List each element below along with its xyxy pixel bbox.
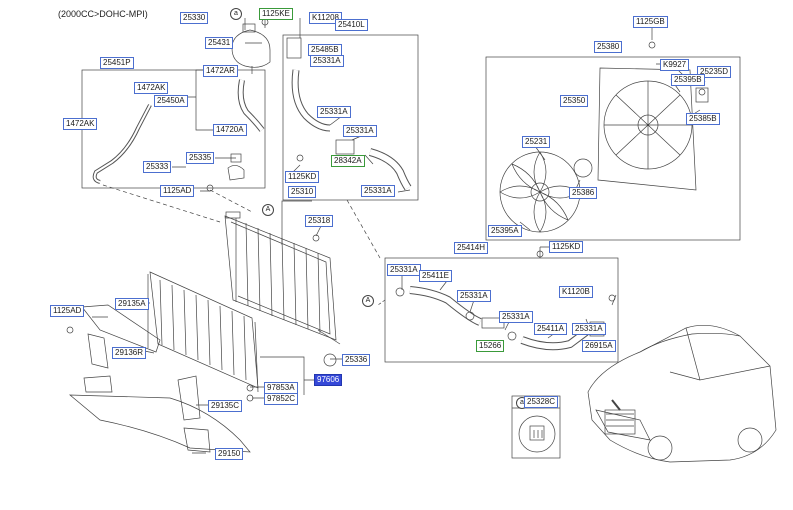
part-label-25318[interactable]: 25318 bbox=[305, 215, 334, 227]
part-label-25328c[interactable]: 25328C bbox=[524, 396, 559, 408]
reservoir-tank bbox=[231, 23, 271, 74]
part-label-1472ak[interactable]: 1472AK bbox=[134, 82, 169, 94]
part-label-1472ak[interactable]: 1472AK bbox=[63, 118, 98, 130]
radiator-core bbox=[224, 211, 341, 345]
part-label-25331a[interactable]: 25331A bbox=[361, 185, 395, 197]
part-label-25331a[interactable]: 25331A bbox=[310, 55, 344, 67]
part-label-1125kd[interactable]: 1125KD bbox=[285, 171, 320, 183]
condenser-core bbox=[147, 271, 259, 393]
inset-reference-circle[interactable]: a bbox=[230, 8, 242, 20]
part-label-25410l[interactable]: 25410L bbox=[335, 19, 368, 31]
part-label-26915a[interactable]: 26915A bbox=[582, 340, 616, 352]
part-label-25235d[interactable]: 25235D bbox=[697, 66, 732, 78]
part-label-25331a[interactable]: 25331A bbox=[387, 264, 421, 276]
part-label-15266[interactable]: 15266 bbox=[476, 340, 505, 352]
part-label-25385b[interactable]: 25385B bbox=[686, 113, 720, 125]
vehicle-illustration bbox=[587, 325, 777, 463]
section-reference-circle[interactable]: A bbox=[262, 204, 274, 216]
part-label-14720a[interactable]: 14720A bbox=[213, 124, 247, 136]
cooling-fan bbox=[499, 151, 581, 233]
fan-shroud-group-frame bbox=[485, 56, 741, 241]
part-label-97852c[interactable]: 97852C bbox=[264, 393, 299, 405]
part-label-25331a[interactable]: 25331A bbox=[572, 323, 606, 335]
engine-spec-title: (2000CC>DOHC-MPI) bbox=[58, 9, 148, 19]
part-label-25451p[interactable]: 25451P bbox=[100, 57, 134, 69]
part-label-29135a[interactable]: 29135A bbox=[115, 298, 149, 310]
part-label-25310[interactable]: 25310 bbox=[288, 186, 317, 198]
part-label-25411e[interactable]: 25411E bbox=[419, 270, 452, 282]
part-label-25350[interactable]: 25350 bbox=[560, 95, 589, 107]
part-label-1125ad[interactable]: 1125AD bbox=[50, 305, 85, 317]
part-label-1472ar[interactable]: 1472AR bbox=[203, 65, 238, 77]
lower-hose-group-frame bbox=[384, 257, 619, 363]
part-label-25395b[interactable]: 25395B bbox=[671, 74, 705, 86]
part-label-29135c[interactable]: 29135C bbox=[208, 400, 243, 412]
part-label-25333[interactable]: 25333 bbox=[143, 161, 172, 173]
part-label-25330[interactable]: 25330 bbox=[180, 12, 209, 24]
part-label-25331a[interactable]: 25331A bbox=[457, 290, 491, 302]
fan-shroud bbox=[597, 67, 697, 191]
part-label-25411a[interactable]: 25411A bbox=[534, 323, 567, 335]
part-label-k1120b[interactable]: K1120B bbox=[559, 286, 593, 298]
part-label-25380[interactable]: 25380 bbox=[594, 41, 623, 53]
part-label-25450a[interactable]: 25450A bbox=[154, 95, 188, 107]
part-label-25336[interactable]: 25336 bbox=[342, 354, 371, 366]
part-label-1125gb[interactable]: 1125GB bbox=[633, 16, 668, 28]
part-label-29150[interactable]: 29150 bbox=[215, 448, 244, 460]
reservoir-hose-group-frame bbox=[282, 34, 419, 201]
part-label-25395a[interactable]: 25395A bbox=[488, 225, 522, 237]
part-label-29136r[interactable]: 29136R bbox=[112, 347, 147, 359]
part-label-25414h[interactable]: 25414H bbox=[454, 242, 489, 254]
part-label-25331a[interactable]: 25331A bbox=[317, 106, 351, 118]
part-label-k11208[interactable]: K11208 bbox=[309, 12, 342, 24]
part-label-25431[interactable]: 25431 bbox=[205, 37, 234, 49]
part-label-k9927[interactable]: K9927 bbox=[660, 59, 690, 71]
part-label-28342a[interactable]: 28342A bbox=[331, 155, 365, 167]
part-label-25331a[interactable]: 25331A bbox=[499, 311, 533, 323]
part-label-97606-selected[interactable]: 97606 bbox=[314, 374, 343, 386]
part-label-25331a[interactable]: 25331A bbox=[343, 125, 377, 137]
section-reference-circle[interactable]: A bbox=[362, 295, 374, 307]
part-label-1125kd[interactable]: 1125KD bbox=[549, 241, 584, 253]
part-label-25231[interactable]: 25231 bbox=[522, 136, 551, 148]
part-label-1125ke[interactable]: 1125KE bbox=[259, 8, 293, 20]
part-label-25386[interactable]: 25386 bbox=[569, 187, 598, 199]
part-label-1125ad[interactable]: 1125AD bbox=[160, 185, 195, 197]
part-label-25335[interactable]: 25335 bbox=[186, 152, 215, 164]
